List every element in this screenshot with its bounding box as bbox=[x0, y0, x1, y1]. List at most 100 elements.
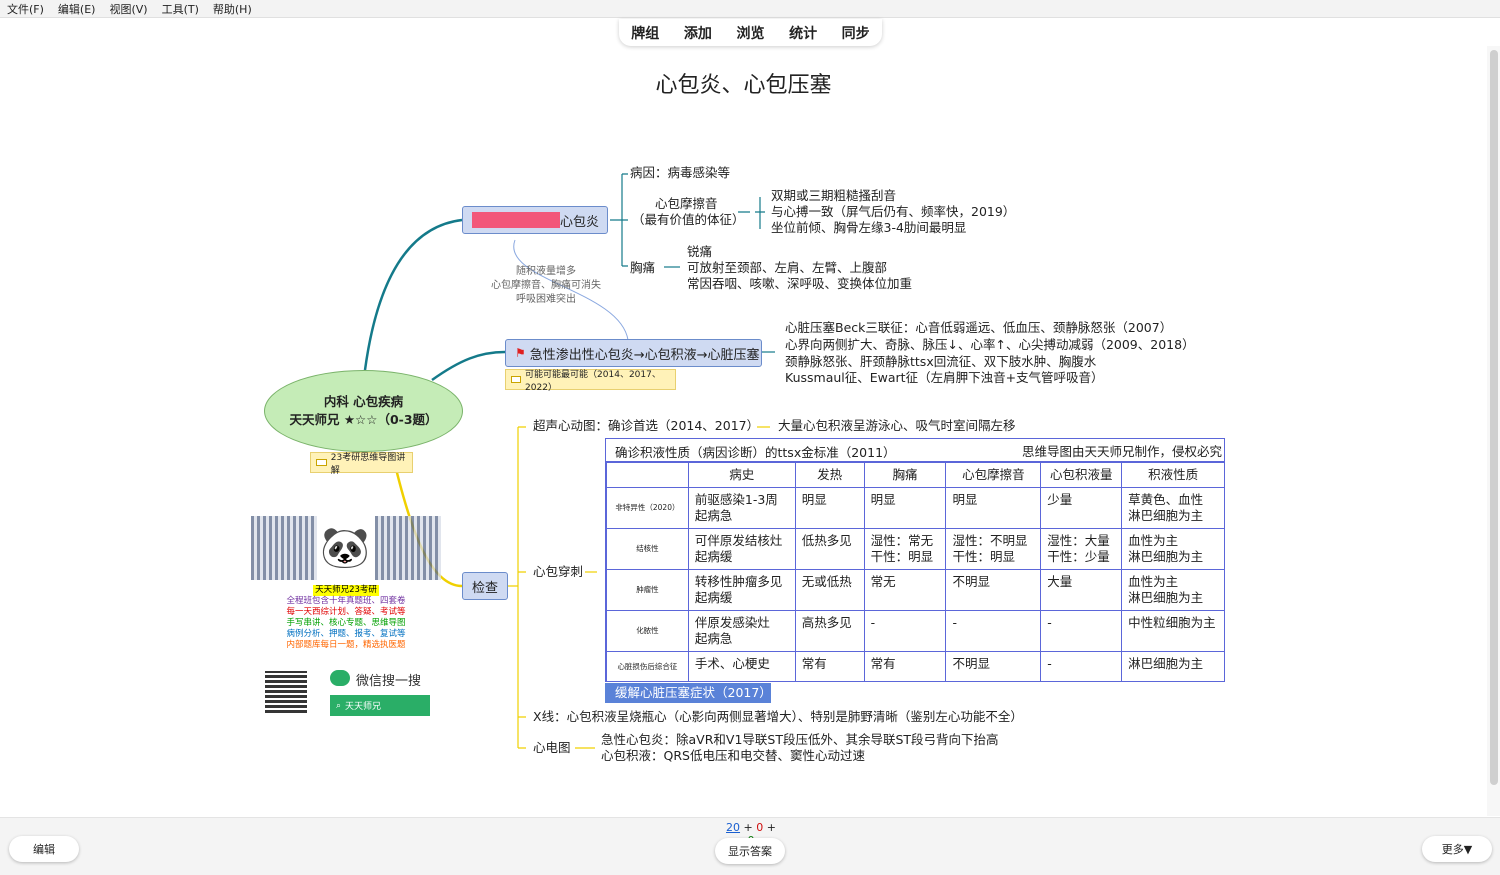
float-note: 随积液量增多 心包摩擦音、胸痛可消失 呼吸困难突出 bbox=[491, 266, 601, 305]
table-cell: 不明显 bbox=[945, 569, 1042, 611]
table-cell: 湿性：常无 干性：明显 bbox=[863, 528, 947, 570]
note-icon bbox=[316, 459, 327, 466]
tamponade-detail-3: 颈静脉怒张、肝颈静脉ttsx回流征、双下肢水肿、胸腹水 bbox=[785, 354, 1097, 369]
ecg-detail-1: 急性心包炎：除aVR和V1导联ST段压低外、其余导联ST段弓背向下抬高 bbox=[601, 732, 999, 747]
pain-detail-1: 锐痛 bbox=[687, 244, 713, 259]
wechat-search-label: 微信搜一搜 bbox=[356, 674, 422, 689]
table-cell: 大量 bbox=[1040, 569, 1123, 611]
tab-decks[interactable]: 牌组 bbox=[631, 25, 660, 42]
highlight-bar bbox=[472, 212, 560, 228]
scrollbar-thumb[interactable] bbox=[1490, 50, 1498, 785]
xray-text: X线：心包积液呈烧瓶心（心影向两侧显著增大）、特别是肺野清晰（鉴别左心功能不全） bbox=[533, 709, 1023, 724]
tamponade-label: 急性渗出性心包炎→心包积液→心脏压塞 bbox=[529, 347, 760, 363]
table-row: 非特异性（2020） 前驱感染1-3周 起病急 明显 明显 明显 少量 草黄色、… bbox=[606, 487, 1225, 529]
rub-detail-3: 坐位前倾、胸骨左缘3-4肋间最明显 bbox=[771, 220, 967, 235]
table-caption-row: 确诊积液性质（病因诊断）的ttsx金标准（2011） 思维导图由天天师兄制作，侵… bbox=[606, 439, 1224, 462]
echo-text: 超声心动图：确诊首选（2014、2017） bbox=[533, 418, 760, 433]
table-row-head: 心脏损伤后综合征 bbox=[606, 651, 689, 682]
root-subtitle: 天天师兄 ★☆☆（0-3题） bbox=[289, 412, 438, 427]
pain-detail-3: 常因吞咽、咳嗽、深呼吸、变换体位加重 bbox=[687, 276, 913, 291]
panda-icon: 🐼 bbox=[320, 525, 370, 571]
table-header: 心包积液量 bbox=[1040, 462, 1123, 488]
pericarditis-label: 心包炎 bbox=[560, 214, 600, 230]
rub-label: 心包摩擦音 bbox=[655, 196, 718, 211]
promo-line-2: 每一天西综计划、答疑、考试等 bbox=[286, 607, 406, 617]
table-cell: 淋巴细胞为主 bbox=[1121, 651, 1225, 682]
table-cell: 明显 bbox=[794, 487, 865, 529]
main-toolbar: 牌组 添加 浏览 统计 同步 bbox=[619, 19, 882, 46]
table-cell: 低热多见 bbox=[794, 528, 865, 570]
table-cell: 手术、心梗史 bbox=[687, 651, 796, 682]
table-header bbox=[606, 462, 689, 488]
pain-label: 胸痛 bbox=[630, 260, 656, 275]
more-button[interactable]: 更多▼ bbox=[1422, 836, 1492, 862]
qr-code-left bbox=[251, 516, 317, 580]
table-cell: 高热多见 bbox=[794, 610, 865, 652]
copyright-text: 思维导图由天天师兄制作，侵权必究 bbox=[1021, 444, 1222, 459]
table-row-head: 化脓性 bbox=[606, 610, 689, 652]
table-cell: 常有 bbox=[863, 651, 947, 682]
table-row-head: 肿瘤性 bbox=[606, 569, 689, 611]
tab-browse[interactable]: 浏览 bbox=[736, 25, 765, 42]
table-header: 病史 bbox=[687, 462, 796, 488]
table-cell: - bbox=[863, 610, 947, 652]
tamponade-detail-4: Kussmaul征、Ewart征（左肩胛下浊音+支气管呼吸音） bbox=[785, 370, 1104, 385]
tab-stats[interactable]: 统计 bbox=[789, 25, 818, 42]
table-cell: 湿性：不明显 干性：明显 bbox=[945, 528, 1042, 570]
table-row: 心脏损伤后综合征 手术、心梗史 常有 常有 不明显 - 淋巴细胞为主 bbox=[606, 651, 1225, 682]
echo-detail: 大量心包积液呈游泳心、吸气时室间隔左移 bbox=[778, 418, 1016, 433]
flag-icon: ⚑ bbox=[515, 346, 526, 360]
table-cell: 湿性：大量 干性：少量 bbox=[1040, 528, 1123, 570]
show-answer-button[interactable]: 显示答案 bbox=[715, 838, 785, 864]
card-title: 心包炎、心包压塞 bbox=[655, 73, 832, 98]
menu-help[interactable]: 帮助(H) bbox=[212, 2, 252, 16]
table-cell: - bbox=[1040, 610, 1123, 652]
table-row: 肿瘤性 转移性肿瘤多见 起病缓 无或低热 常无 不明显 大量 血性为主 淋巴细胞… bbox=[606, 569, 1225, 611]
qr-code-bottom bbox=[265, 671, 307, 713]
pain-detail-2: 可放射至颈部、左肩、左臂、上腹部 bbox=[687, 260, 888, 275]
table-header: 心包摩擦音 bbox=[945, 462, 1042, 488]
table-header: 胸痛 bbox=[863, 462, 947, 488]
count-new: 20 bbox=[726, 821, 741, 834]
tamponade-node[interactable]: ⚑ 急性渗出性心包炎→心包积液→心脏压塞 bbox=[505, 339, 762, 367]
table-row: 化脓性 伴原发感染灶 起病急 高热多见 - - - 中性粒细胞为主 bbox=[606, 610, 1225, 652]
table-row: 结核性 可伴原发结核灶 起病缓 低热多见 湿性：常无 干性：明显 湿性：不明显 … bbox=[606, 528, 1225, 570]
table-header: 发热 bbox=[794, 462, 865, 488]
table-cell: 前驱感染1-3周 起病急 bbox=[687, 487, 796, 529]
table-cell: 明显 bbox=[863, 487, 947, 529]
wechat-icon bbox=[330, 670, 350, 686]
tamponade-note[interactable]: 可能可能最可能（2014、2017、2022） bbox=[505, 369, 676, 393]
wechat-search-box[interactable]: ⌕ 天天师兄 bbox=[330, 695, 430, 716]
pericarditis-node[interactable]: 心包炎 bbox=[462, 206, 608, 234]
menu-file[interactable]: 文件(F) bbox=[7, 2, 44, 16]
tamponade-detail-2: 心界向两侧扩大、奇脉、脉压↓、心率↑、心尖搏动减弱（2009、2018） bbox=[785, 337, 1195, 352]
count-plus: + bbox=[743, 821, 753, 834]
tab-add[interactable]: 添加 bbox=[683, 25, 712, 42]
table-header: 积液性质 bbox=[1121, 462, 1225, 488]
table-row-head: 结核性 bbox=[606, 528, 689, 570]
puncture-label: 心包穿刺 bbox=[533, 564, 584, 579]
menu-bar: 文件(F) 编辑(E) 视图(V) 工具(T) 帮助(H) bbox=[0, 0, 1500, 18]
table-cell: 中性粒细胞为主 bbox=[1121, 610, 1225, 652]
relief-node[interactable]: 缓解心脏压塞症状（2017） bbox=[605, 683, 772, 703]
table-cell: 常有 bbox=[794, 651, 865, 682]
root-node[interactable]: 内科 心包疾病 天天师兄 ★☆☆（0-3题） bbox=[264, 370, 463, 452]
tab-sync[interactable]: 同步 bbox=[841, 25, 870, 42]
menu-view[interactable]: 视图(V) bbox=[109, 2, 148, 16]
exam-node[interactable]: 检查 bbox=[462, 572, 508, 600]
menu-tools[interactable]: 工具(T) bbox=[161, 2, 199, 16]
table-cell: 明显 bbox=[945, 487, 1042, 529]
promo-line-3: 手写串讲、核心专题、思维导图 bbox=[286, 618, 406, 628]
edit-button[interactable]: 编辑 bbox=[9, 836, 79, 862]
table-cell: 转移性肿瘤多见 起病缓 bbox=[687, 569, 796, 611]
table-cell: 少量 bbox=[1040, 487, 1123, 529]
table-cell: 常无 bbox=[863, 569, 947, 611]
count-plus: + bbox=[766, 821, 776, 834]
diagnosis-table: 病史 发热 胸痛 心包摩擦音 心包积液量 积液性质 非特异性（2020） 前驱感… bbox=[606, 462, 1225, 682]
menu-edit[interactable]: 编辑(E) bbox=[57, 2, 96, 16]
root-note[interactable]: 23考研思维导图讲解 bbox=[310, 452, 413, 476]
diagnosis-table-box: 确诊积液性质（病因诊断）的ttsx金标准（2011） 思维导图由天天师兄制作，侵… bbox=[605, 438, 1225, 682]
table-cell: 不明显 bbox=[945, 651, 1042, 682]
cause-text: 病因：病毒感染等 bbox=[630, 165, 731, 180]
table-cell: 伴原发感染灶 起病急 bbox=[687, 610, 796, 652]
